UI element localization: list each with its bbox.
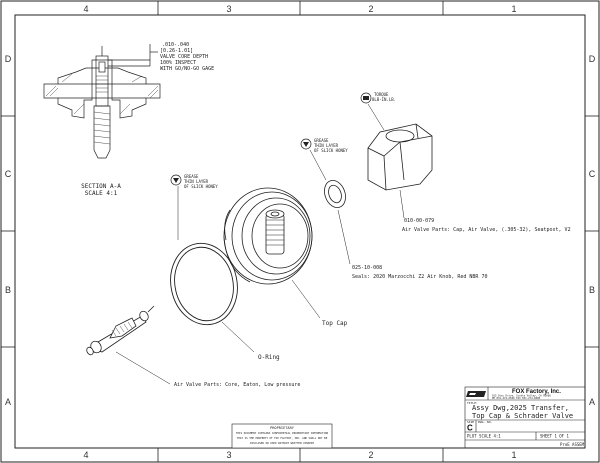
company-address-2: PH 831-274-6500 FAX 831-274-6000 <box>492 396 541 400</box>
zone-row-d-left: D <box>5 54 12 64</box>
seal-ring <box>324 180 346 208</box>
air-valve-cap <box>367 123 433 191</box>
section-dimension-note: .010-.040 [0.26-1.01] VALVE CORE DEPTH 1… <box>160 42 214 72</box>
title-label: TITLE: <box>467 401 478 405</box>
oring-grease-line-3: OF SLICK HONEY <box>184 184 218 189</box>
proprietary-block: PROPRIETARY THIS DOCUMENT CONTAINS CONFI… <box>231 423 333 449</box>
sheet-size: C <box>467 424 473 433</box>
zone-col-3-top: 3 <box>226 4 231 14</box>
o-ring-label: O-Ring <box>258 354 280 361</box>
dim-line-5: WITH GO/NO-GO GAGE <box>160 66 214 72</box>
dim-line-2: [0.26-1.01] <box>160 48 193 54</box>
size-label: SIZE <box>467 420 474 424</box>
torque-icon <box>360 92 372 104</box>
torque-line-1: TORQUE <box>374 92 389 97</box>
zone-col-1-bottom: 1 <box>511 450 516 460</box>
grease-icon-glyph <box>303 142 309 147</box>
company-name: FOX Factory, Inc. <box>512 389 561 395</box>
dim-line-3: VALVE CORE DEPTH <box>160 54 208 60</box>
proprietary-title: PROPRIETARY <box>270 426 295 430</box>
zone-labels: 4 3 2 1 4 3 2 1 D C B A D C B A <box>5 4 596 460</box>
seal-description: Seals: 2020 Marzocchi Z2 Air Knob, Red N… <box>352 274 487 280</box>
proprietary-line-1: THIS DOCUMENT CONTAINS CONFIDENTIAL PROP… <box>236 431 329 435</box>
grease-icon <box>300 138 312 150</box>
valve-core <box>86 305 155 356</box>
zone-col-3-bottom: 3 <box>226 450 231 460</box>
cap-description: Air Valve Parts: Cap, Air Valve, (.305-3… <box>402 227 571 233</box>
plot-scale: PLOT SCALE 4:1 <box>467 434 501 439</box>
seal-grease-line-2: THIN LAYER <box>314 143 339 148</box>
fox-logo <box>466 391 486 397</box>
grease-icon-oring <box>170 174 182 186</box>
zone-col-1-top: 1 <box>511 4 516 14</box>
top-cap-label: Top Cap <box>322 320 348 327</box>
zone-row-a-right: A <box>589 397 595 407</box>
title-block <box>464 386 586 449</box>
drawing-number-label: DWG. NO. <box>478 420 493 424</box>
top-cap <box>223 187 313 285</box>
zone-row-c-left: C <box>5 169 12 179</box>
zone-row-a-left: A <box>5 397 11 407</box>
seal-part-number: 025-10-008 <box>352 265 382 271</box>
oring-grease-line-2: THIN LAYER <box>184 179 209 184</box>
zone-col-4-top: 4 <box>83 4 88 14</box>
torque-line-2: 8LB-IN.LB. <box>372 97 396 102</box>
torque-note: TORQUE 8LB-IN.LB. <box>360 92 396 131</box>
footer-label: ProE ASSEM <box>560 442 585 447</box>
zone-row-b-right: B <box>589 285 595 295</box>
o-ring <box>170 242 238 326</box>
drawing-title-line-1: Assy Dwg,2025 Transfer, <box>472 404 569 412</box>
sheet-count: SHEET 1 OF 1 <box>540 434 569 439</box>
core-description: Air Valve Parts: Core, Eaton, Low pressu… <box>174 382 300 388</box>
cap-part-number: 010-00-079 <box>404 218 434 224</box>
zone-col-2-top: 2 <box>368 4 373 14</box>
seal-grease-line-3: OF SLICK HONEY <box>314 148 348 153</box>
proprietary-line-3: DISCLOSED OR USED WITHOUT WRITTEN CONSEN… <box>250 441 314 445</box>
section-title: SECTION A-A <box>81 183 121 190</box>
zone-row-c-right: C <box>589 169 596 179</box>
zone-row-b-left: B <box>5 285 11 295</box>
torque-icon-glyph <box>363 96 369 100</box>
drawing-title-line-2: Top Cap & Schrader Valve <box>472 412 573 420</box>
seal-grease-line-1: GREASE <box>314 138 329 143</box>
grease-note-seal: GREASE THIN LAYER OF SLICK HONEY <box>300 138 348 181</box>
dim-line-1: .010-.040 <box>162 42 189 48</box>
grease-note-oring: GREASE THIN LAYER OF SLICK HONEY <box>170 174 218 240</box>
company-address-1: 915 Disc Drive, Scotts Valley, CA 95066 <box>492 394 551 398</box>
grease-icon-oring-glyph <box>173 178 179 183</box>
section-a-a-view <box>43 44 161 159</box>
oring-grease-line-1: GREASE <box>184 174 199 179</box>
proprietary-line-2: THAT IS THE PROPERTY OF FOX FACTORY, INC… <box>237 436 328 440</box>
zone-col-4-bottom: 4 <box>83 450 88 460</box>
zone-row-d-right: D <box>589 54 596 64</box>
dim-line-4: 100% INSPECT <box>160 60 196 66</box>
section-scale: SCALE 4:1 <box>85 190 118 197</box>
zone-col-2-bottom: 2 <box>368 450 373 460</box>
